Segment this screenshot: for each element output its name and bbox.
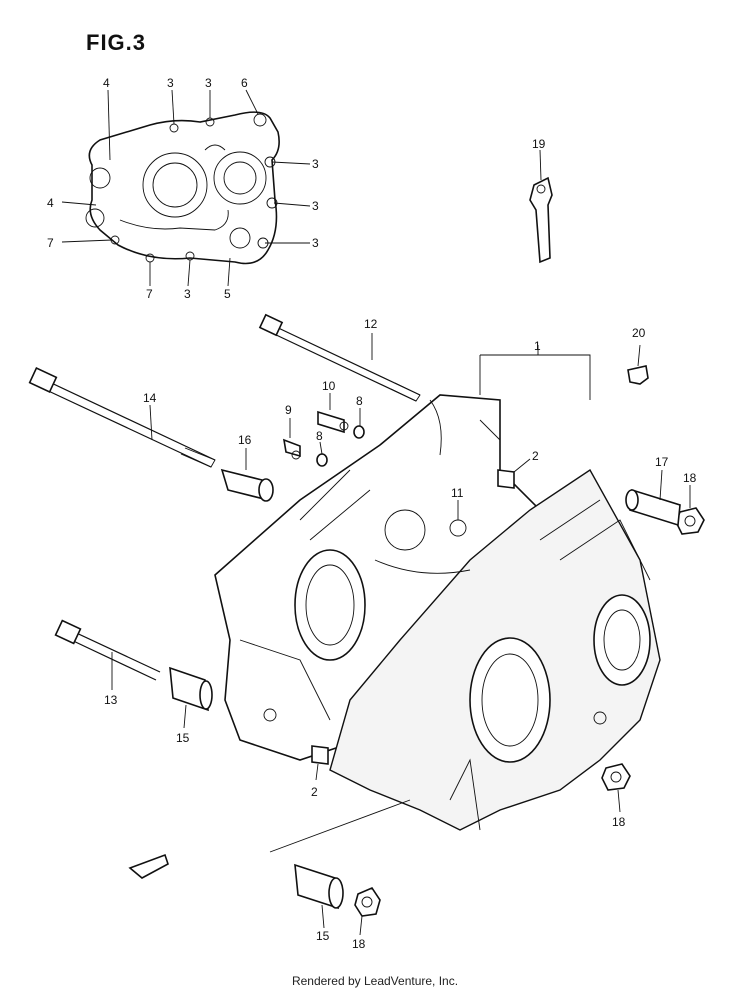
dowel-15-lower bbox=[294, 863, 344, 910]
callout-2b: 2 bbox=[311, 785, 318, 799]
washer-8b bbox=[316, 453, 328, 467]
callout-3a: 3 bbox=[167, 76, 174, 90]
figure-title: FIG.3 bbox=[86, 30, 147, 55]
callout-12: 12 bbox=[364, 317, 378, 331]
callout-6: 6 bbox=[241, 76, 248, 90]
bolt-17 bbox=[625, 488, 681, 527]
plug-20 bbox=[627, 344, 649, 385]
callout-18a: 18 bbox=[683, 471, 697, 485]
front-arrow-icon bbox=[128, 853, 169, 879]
fitting-10 bbox=[317, 410, 349, 434]
callout-1: 1 bbox=[534, 339, 541, 353]
dowel-15-upper bbox=[169, 666, 213, 712]
callout-3b: 3 bbox=[205, 76, 212, 90]
callout-2a: 2 bbox=[532, 449, 539, 463]
bolt-12 bbox=[258, 313, 421, 402]
dowel-2-lower bbox=[311, 745, 329, 765]
bolt-14 bbox=[28, 367, 216, 468]
bolt-13 bbox=[54, 619, 161, 681]
callout-10: 10 bbox=[322, 379, 336, 393]
crankcase-gasket bbox=[85, 111, 280, 265]
callout-11: 11 bbox=[451, 486, 464, 500]
callout-13: 13 bbox=[104, 693, 118, 707]
callout-15b: 15 bbox=[316, 929, 330, 943]
callout-20: 20 bbox=[632, 326, 646, 340]
callout-3c: 3 bbox=[312, 157, 319, 171]
callout-8b: 8 bbox=[316, 429, 323, 443]
callout-14: 14 bbox=[143, 391, 157, 405]
dowel-16 bbox=[220, 468, 274, 502]
callout-4b: 4 bbox=[47, 196, 54, 210]
callout-9: 9 bbox=[285, 403, 292, 417]
callout-3f: 3 bbox=[184, 287, 191, 301]
callout-17: 17 bbox=[655, 455, 669, 469]
callout-15a: 15 bbox=[176, 731, 190, 745]
dowel-2-upper bbox=[497, 469, 515, 489]
crankcase-assembly bbox=[214, 394, 661, 831]
callout-19: 19 bbox=[532, 137, 546, 151]
nut-18-right bbox=[675, 507, 705, 535]
callout-5: 5 bbox=[224, 287, 231, 301]
nut-18-bottom bbox=[354, 887, 381, 917]
main-leader-lines bbox=[111, 333, 691, 936]
callout-3e: 3 bbox=[312, 236, 319, 250]
callout-4a: 4 bbox=[103, 76, 110, 90]
nut-18-middle bbox=[601, 763, 631, 791]
callout-labels: 4 3 3 6 3 4 3 7 3 7 3 5 19 12 1 20 14 10… bbox=[47, 76, 697, 951]
callout-7b: 7 bbox=[146, 287, 153, 301]
callout-16: 16 bbox=[238, 433, 252, 447]
footer-credit: Rendered by LeadVenture, Inc. bbox=[291, 974, 459, 988]
callout-18b: 18 bbox=[612, 815, 626, 829]
washer-8a bbox=[353, 425, 365, 439]
fitting-9 bbox=[282, 438, 301, 460]
callout-3d: 3 bbox=[312, 199, 319, 213]
callout-8a: 8 bbox=[356, 394, 363, 408]
callout-7a: 7 bbox=[47, 236, 54, 250]
callout-18c: 18 bbox=[352, 937, 366, 951]
bracket-19 bbox=[529, 149, 553, 264]
gasket-leader-lines bbox=[61, 89, 311, 287]
